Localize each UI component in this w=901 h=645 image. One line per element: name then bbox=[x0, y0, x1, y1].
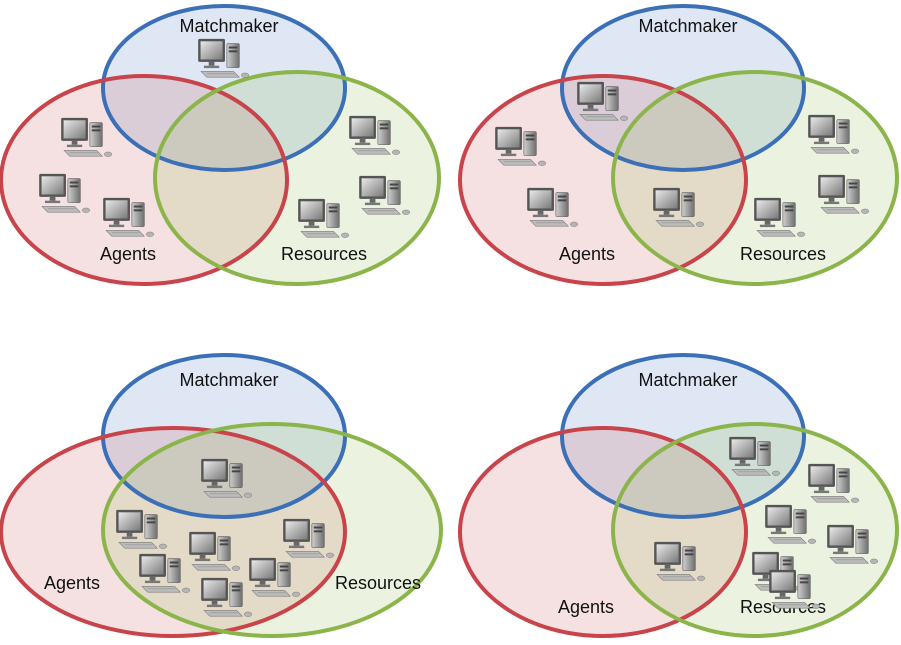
agents-set bbox=[460, 428, 746, 636]
venn-panel-3: Matchmaker Agents Resources bbox=[0, 353, 443, 638]
resources-set bbox=[103, 424, 441, 636]
resources-label: Resources bbox=[335, 573, 421, 593]
matchmaker-label: Matchmaker bbox=[179, 16, 278, 36]
agents-label: Agents bbox=[100, 244, 156, 264]
resources-label: Resources bbox=[740, 244, 826, 264]
agents-label: Agents bbox=[559, 244, 615, 264]
matchmaker-label: Matchmaker bbox=[638, 370, 737, 390]
venn-panel-4: Matchmaker Agents Resources bbox=[458, 353, 899, 638]
matchmaker-label: Matchmaker bbox=[179, 370, 278, 390]
agents-label: Agents bbox=[558, 597, 614, 617]
agents-set bbox=[460, 76, 746, 284]
agents-set bbox=[1, 428, 345, 636]
resources-label: Resources bbox=[281, 244, 367, 264]
venn-panel-2: Matchmaker Agents Resources bbox=[458, 4, 899, 286]
matchmaker-set bbox=[562, 355, 804, 517]
agents-label: Agents bbox=[44, 573, 100, 593]
matchmaker-label: Matchmaker bbox=[638, 16, 737, 36]
matchmaker-set bbox=[103, 355, 345, 517]
venn-panel-1: Matchmaker Agents Resources bbox=[0, 4, 441, 286]
